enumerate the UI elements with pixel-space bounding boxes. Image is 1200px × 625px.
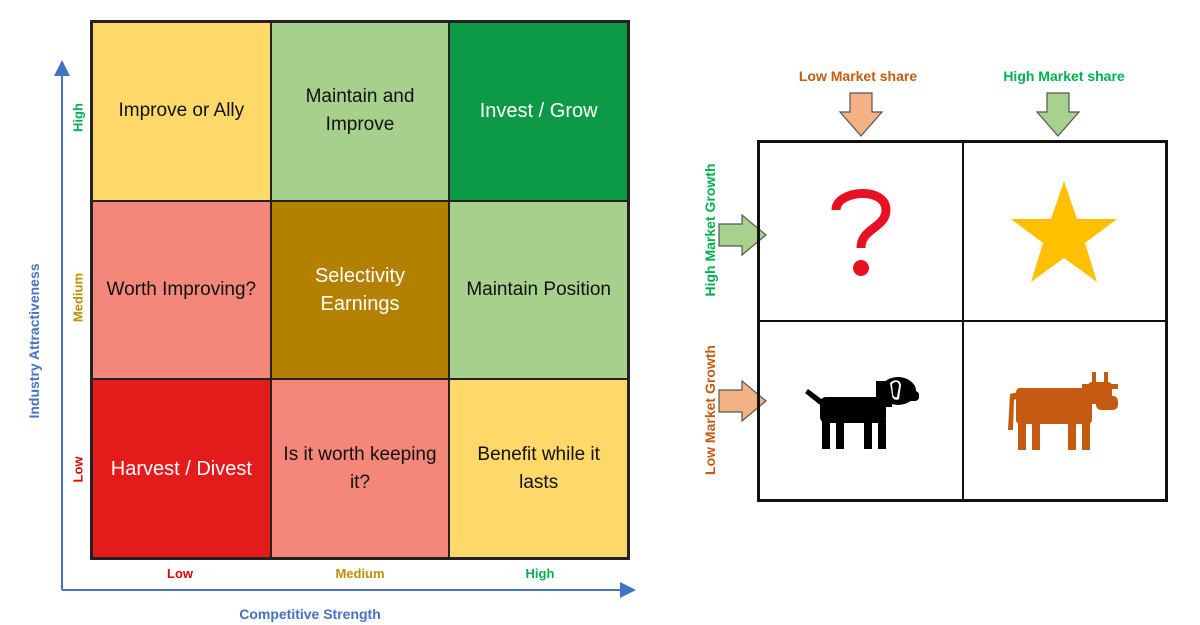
bcg-grid xyxy=(757,140,1168,502)
ge-axes xyxy=(54,60,636,598)
y-tick-low: Low xyxy=(70,456,86,483)
arrow-right-low-growth-icon xyxy=(718,380,767,422)
cell-invest-grow: Invest / Grow xyxy=(449,22,628,201)
y-tick-high: High xyxy=(70,103,86,132)
question-mark-icon xyxy=(831,188,891,276)
cell-maintain-and-improve: Maintain and Improve xyxy=(270,22,450,201)
arrow-down-high-share-icon xyxy=(1035,92,1081,137)
cell-harvest-divest: Harvest / Divest xyxy=(92,379,271,558)
cell-worth-keeping: Is it worth keeping it? xyxy=(270,379,450,558)
cell-improve-or-ally: Improve or Ally xyxy=(92,22,271,201)
quadrant-dog xyxy=(759,321,963,500)
row-label-high-growth: High Market Growth xyxy=(702,163,718,297)
dog-icon xyxy=(804,376,919,449)
cell-benefit-while-it-lasts: Benefit while it lasts xyxy=(449,379,628,558)
y-tick-medium: Medium xyxy=(70,272,86,323)
x-tick-medium: Medium xyxy=(335,566,385,581)
cell-maintain-position: Maintain Position xyxy=(449,200,628,380)
arrow-right-high-growth-icon xyxy=(718,214,767,256)
y-axis-title: Industry Attractiveness xyxy=(26,263,42,419)
ge-grid: Improve or Ally Maintain and Improve Inv… xyxy=(90,20,630,560)
cow-icon xyxy=(1008,371,1119,450)
row-label-low-growth: Low Market Growth xyxy=(702,345,718,475)
star-icon xyxy=(1011,181,1118,282)
quadrant-star xyxy=(962,142,1166,321)
quadrant-question-mark xyxy=(759,142,963,321)
x-tick-high: High xyxy=(525,566,555,581)
x-axis-title: Competitive Strength xyxy=(239,606,381,622)
column-label-high-share: High Market share xyxy=(1003,68,1125,84)
x-tick-low: Low xyxy=(167,566,193,581)
quadrant-cow xyxy=(962,321,1166,500)
cell-worth-improving: Worth Improving? xyxy=(92,200,271,380)
column-label-low-share: Low Market share xyxy=(798,68,918,84)
cell-selectivity-earnings: Selectivity Earnings xyxy=(270,200,450,380)
arrow-down-low-share-icon xyxy=(838,92,884,137)
